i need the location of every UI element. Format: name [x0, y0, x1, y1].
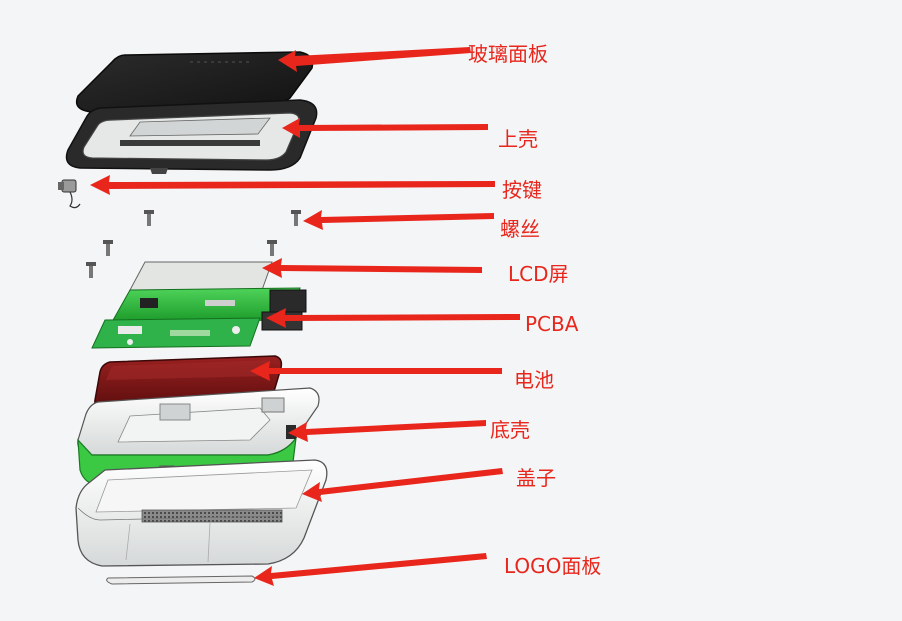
screws-part	[86, 210, 301, 278]
label-screws: 螺丝	[500, 217, 540, 241]
arrows	[90, 47, 520, 586]
arrow-screws	[303, 210, 494, 230]
arrow-cover	[302, 468, 503, 502]
cover-part	[75, 459, 328, 567]
screw	[267, 240, 277, 256]
label-bottom-shell: 底壳	[490, 418, 530, 442]
arrow-bottom-shell	[288, 420, 486, 442]
arrow-lcd	[262, 258, 482, 278]
button-part	[58, 179, 81, 209]
label-glass-panel: 玻璃面板	[468, 42, 548, 66]
arrow-battery	[250, 361, 502, 381]
label-cover: 盖子	[516, 466, 556, 490]
label-top-shell: 上壳	[498, 127, 538, 151]
screw	[103, 240, 113, 256]
label-lcd-screen: LCD屏	[508, 262, 569, 286]
arrow-logo-panel	[254, 553, 487, 586]
screw	[291, 210, 301, 226]
label-logo-panel: LOGO面板	[504, 554, 602, 578]
logo-panel-part	[106, 575, 256, 585]
arrow-top-shell	[282, 118, 488, 138]
screw	[86, 262, 96, 278]
arrow-button	[90, 175, 495, 195]
top-shell-part	[65, 99, 318, 174]
label-button: 按键	[502, 178, 542, 202]
label-pcba: PCBA	[525, 312, 579, 336]
arrow-pcba	[266, 308, 520, 328]
label-battery: 电池	[514, 368, 554, 392]
screw	[144, 210, 154, 226]
arrow-glass-panel	[278, 47, 471, 72]
